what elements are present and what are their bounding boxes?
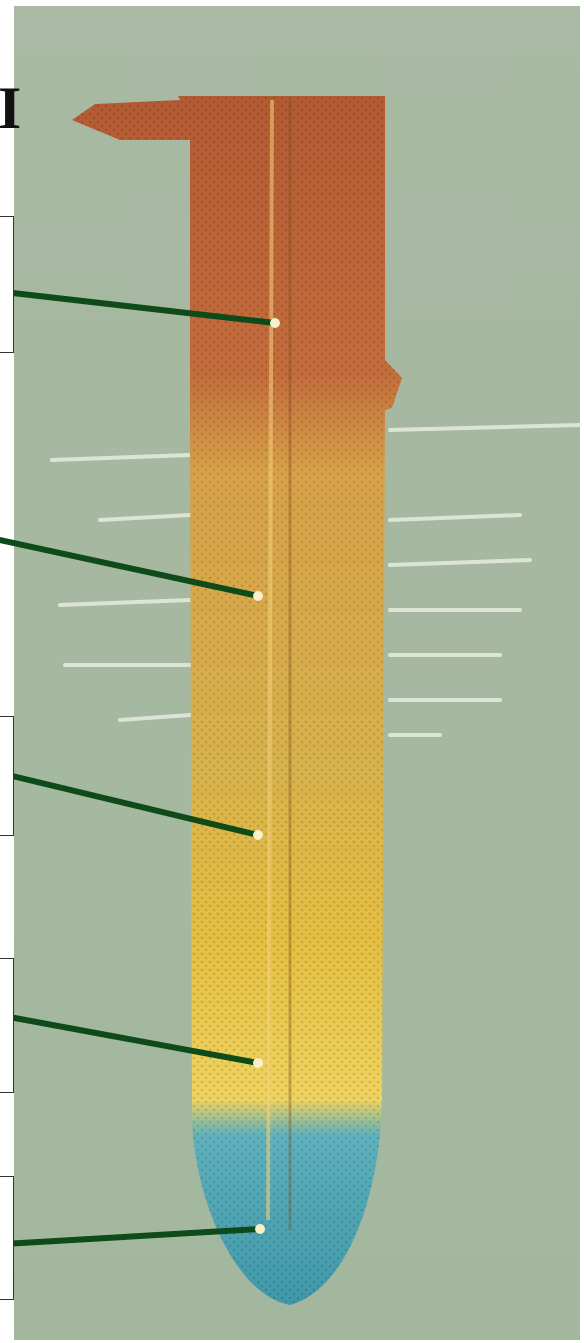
heading-fragment: I — [0, 78, 21, 138]
label-box-1 — [0, 216, 14, 353]
label-box-3 — [0, 958, 14, 1093]
label-box-2 — [0, 716, 14, 836]
root-body — [72, 96, 402, 1305]
label-box-4 — [0, 1176, 14, 1300]
